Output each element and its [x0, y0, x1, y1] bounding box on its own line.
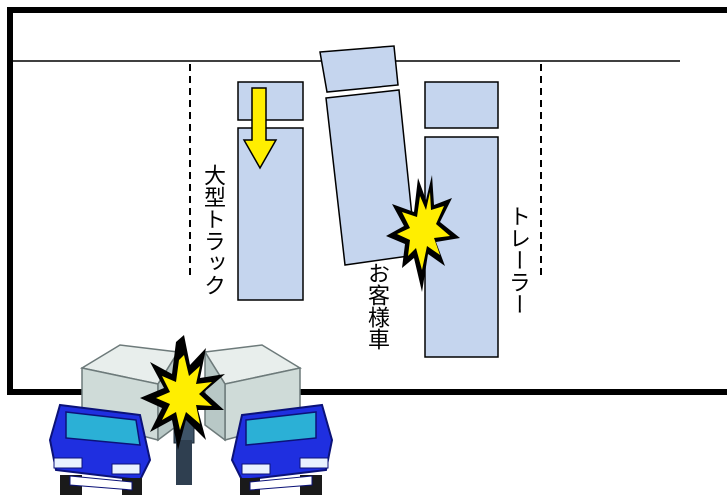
- large-truck: [237, 81, 304, 301]
- large-truck-label: 大型トラック: [200, 164, 225, 296]
- large-truck-cab: [237, 81, 304, 121]
- lot-boundary: [7, 7, 727, 395]
- impact-burst-icon: [140, 335, 225, 450]
- customer-car-label: お客様車: [364, 262, 389, 350]
- left-lorry: [48, 344, 180, 495]
- trailer-label: トレーラー: [505, 205, 530, 315]
- impact-star-icon: [386, 175, 460, 292]
- trailer-cab: [424, 81, 499, 129]
- right-lorry: [203, 344, 334, 495]
- down-arrow-icon: [242, 87, 278, 170]
- collision-illustration: [48, 335, 334, 495]
- customer-car: [319, 45, 417, 266]
- customer-car-front: [319, 45, 399, 93]
- large-truck-body: [237, 127, 304, 301]
